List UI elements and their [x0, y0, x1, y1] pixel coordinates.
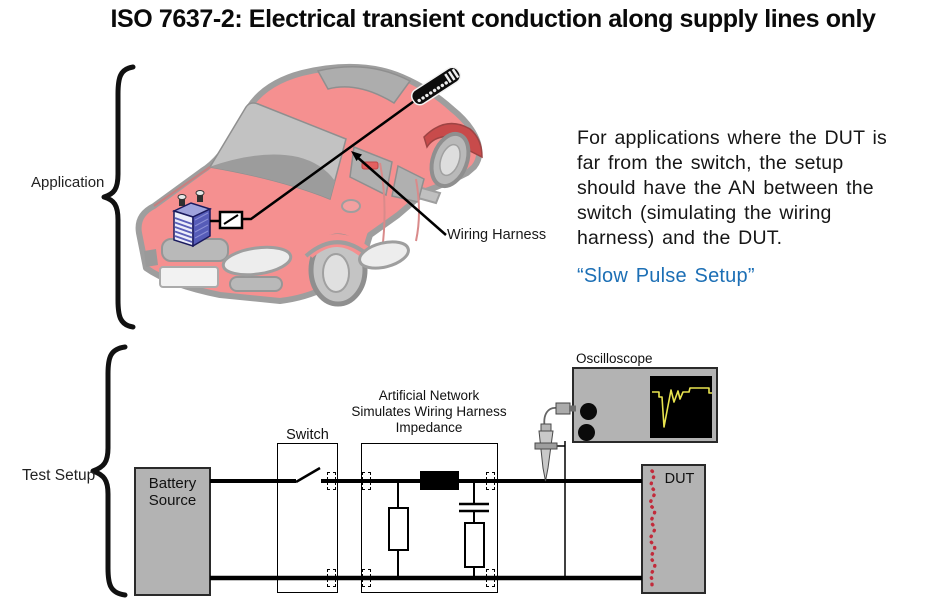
car-intake [229, 276, 283, 292]
battery-icon [171, 190, 213, 248]
car-headlight-right [358, 240, 410, 270]
battery-source-label-line2: Source [148, 492, 197, 509]
car-headlight-left [221, 245, 293, 277]
car-license-plate [159, 266, 219, 288]
description-text: For applications where the DUT is far fr… [577, 126, 927, 251]
oscilloscope-label: Oscilloscope [576, 351, 653, 366]
oscilloscope-probe-icon [534, 423, 558, 482]
test-setup-label: Test Setup [22, 467, 96, 484]
probe-plug [555, 402, 571, 415]
an-label-line3: Impedance [395, 420, 463, 435]
battery-source-box: Battery Source [134, 467, 211, 596]
oscilloscope-waveform [652, 387, 712, 428]
car-mirror [341, 199, 361, 213]
description-line: far from the switch, the setup [577, 152, 844, 174]
car-rear-window [316, 66, 412, 105]
page-title: ISO 7637-2: Electrical transient conduct… [110, 5, 876, 33]
description-line: switch (simulating the wiring [577, 202, 832, 224]
oscilloscope-screen [650, 376, 712, 438]
artificial-network-box [361, 443, 498, 593]
connector-an-right-top [486, 472, 495, 490]
probe-ground-wire [556, 441, 566, 578]
application-brace [101, 64, 136, 330]
battery-source-label-line1: Battery [148, 475, 197, 492]
connector-an-left-bottom [362, 569, 371, 587]
car-front-wheel [303, 233, 373, 307]
test-setup-brace [90, 344, 128, 598]
dut-label: DUT [664, 471, 695, 487]
switch-box [277, 443, 338, 593]
car-foglight [144, 249, 158, 267]
car-illustration [135, 63, 483, 307]
connector-switch-top [327, 472, 336, 490]
probe-cable [543, 407, 558, 430]
oscilloscope-input-connector-2 [578, 424, 595, 441]
an-label-line1: Artificial Network [378, 388, 480, 403]
artificial-network-label: Artificial Network Simulates Wiring Harn… [344, 388, 514, 436]
connector-switch-bottom [327, 569, 336, 587]
slow-pulse-setup-text: “Slow Pulse Setup” [577, 265, 755, 287]
description-line: should have the AN between the [577, 177, 874, 199]
car-rear-wheel [429, 131, 471, 189]
wiring-harness-arrow [351, 151, 447, 236]
description-line: For applications where the DUT is [577, 127, 887, 149]
connector-an-right-bottom [486, 569, 495, 587]
dut-box: DUT [641, 464, 706, 594]
car-windshield-shade [209, 154, 335, 199]
switch-label: Switch [286, 427, 329, 443]
wiring-harness-label: Wiring Harness [447, 227, 547, 243]
application-label: Application [31, 174, 105, 191]
ecu-module-icon [410, 66, 462, 106]
oscilloscope-input-connector [580, 403, 597, 420]
an-label-line2: Simulates Wiring Harness [351, 404, 507, 419]
connector-an-left-top [362, 472, 371, 490]
oscilloscope-box [572, 367, 718, 443]
description-line: harness) and the DUT. [577, 227, 783, 249]
